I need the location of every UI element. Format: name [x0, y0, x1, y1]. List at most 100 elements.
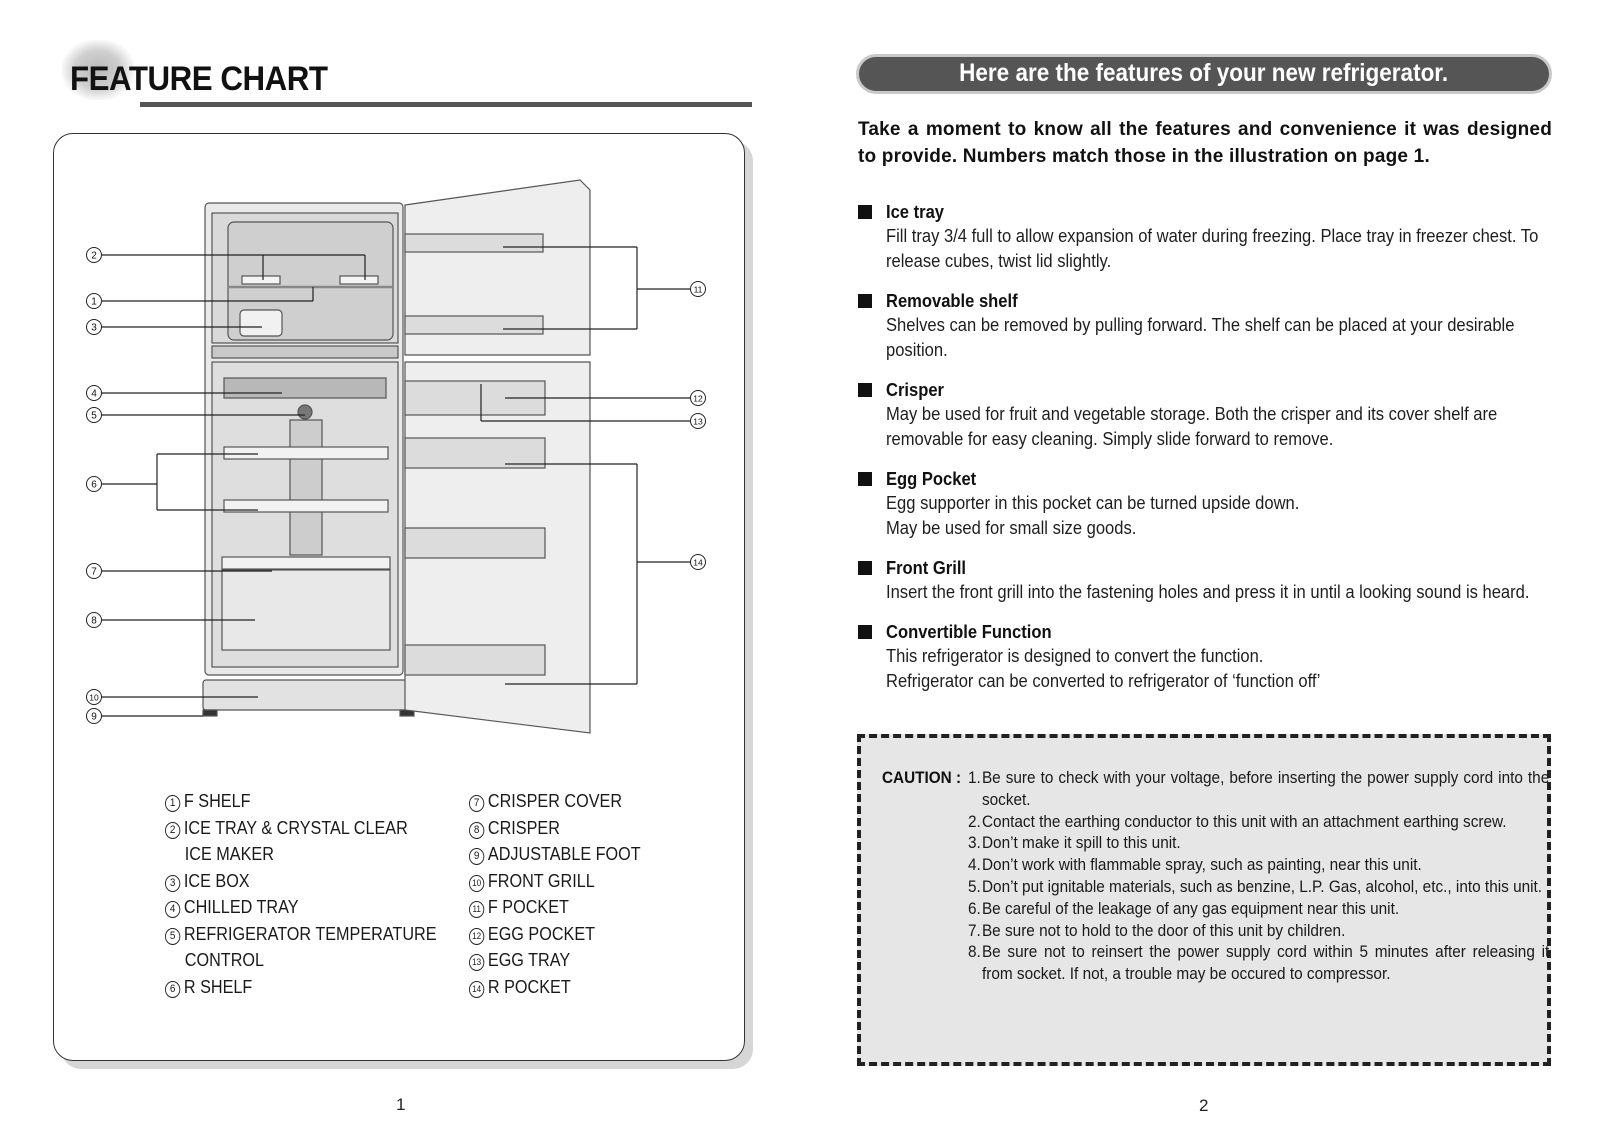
feature-egg-pocket: Egg Pocket Egg supporter in this pocket …	[858, 467, 1558, 541]
f-pocket-lower	[404, 315, 544, 335]
temperature-dial	[297, 404, 313, 420]
bullet-square-icon	[858, 561, 872, 575]
feature-desc-line: Egg supporter in this pocket can be turn…	[886, 493, 1300, 513]
callout-14: 14	[690, 554, 706, 570]
feature-convertible-function: Convertible Function This refrigerator i…	[858, 620, 1558, 694]
svg-text:7: 7	[91, 567, 97, 578]
front-grill-shape	[202, 679, 414, 711]
bullet-square-icon	[858, 205, 872, 219]
feature-title: Ice tray	[886, 202, 945, 222]
page-number-right: 2	[1199, 1096, 1209, 1115]
feature-desc-line: Refrigerator can be converted to refrige…	[886, 671, 1321, 691]
callout-7: 7	[86, 563, 102, 579]
callout-2: 2	[86, 247, 102, 263]
legend-item-continuation: ICE MAKER	[184, 844, 274, 864]
r-pocket-3	[404, 644, 546, 676]
svg-text:6: 6	[91, 480, 97, 491]
feature-title: Removable shelf	[886, 291, 1018, 311]
svg-text:10: 10	[89, 693, 99, 703]
feature-chart-header: FEATURE CHART	[62, 40, 752, 110]
feature-desc-line: Insert the front grill into the fastenin…	[886, 582, 1530, 602]
caution-item: 1.Be sure to check with your voltage, be…	[968, 769, 1550, 809]
crisper-cover-shape	[221, 556, 391, 570]
feature-desc-line: Shelves can be removed by pulling forwar…	[886, 315, 1515, 335]
callout-12: 12	[690, 390, 706, 406]
feature-desc-line: release cubes, twist lid slightly.	[886, 251, 1112, 271]
features-banner: Here are the features of your new refrig…	[856, 54, 1552, 94]
caution-item: 3.Don’t make it spill to this unit.	[968, 834, 1181, 853]
feature-title: Front Grill	[886, 558, 967, 578]
bullet-square-icon	[858, 383, 872, 397]
caution-item: 4.Don’t work with flammable spray, such …	[968, 856, 1422, 875]
r-shelf-lower	[223, 499, 389, 513]
callout-13: 13	[690, 413, 706, 429]
svg-text:12: 12	[693, 394, 703, 404]
chilled-tray-shape	[223, 377, 387, 399]
svg-text:8: 8	[91, 616, 97, 627]
r-pocket-1	[404, 437, 546, 469]
refrigerator-diagram: 2 1 3 4 5 6 7 8 10 9 11 12 13 14	[86, 179, 706, 734]
svg-text:1: 1	[91, 297, 97, 308]
callout-11: 11	[690, 281, 706, 297]
callout-6: 6	[86, 476, 102, 492]
feature-front-grill: Front Grill Insert the front grill into …	[858, 556, 1558, 605]
callout-4: 4	[86, 385, 102, 401]
caution-item: 5.Don’t put ignitable materials, such as…	[968, 877, 1543, 896]
svg-text:14: 14	[693, 558, 703, 568]
caution-item: 6.Be careful of the leakage of any gas e…	[968, 899, 1400, 918]
bullet-square-icon	[858, 625, 872, 639]
feature-title: Crisper	[886, 380, 944, 400]
ice-box-shape	[239, 309, 283, 337]
svg-text:9: 9	[91, 712, 97, 723]
bullet-square-icon	[858, 472, 872, 486]
f-pocket-upper	[404, 233, 544, 253]
page-title: FEATURE CHART	[70, 60, 328, 98]
feature-desc-line: May be used for small size goods.	[886, 518, 1137, 538]
r-shelf-upper	[223, 446, 389, 460]
callout-8: 8	[86, 612, 102, 628]
svg-text:3: 3	[91, 323, 97, 334]
ice-tray-right	[339, 275, 379, 285]
feature-crisper: Crisper May be used for fruit and vegeta…	[858, 378, 1558, 452]
feature-desc-line: May be used for fruit and vegetable stor…	[886, 404, 1498, 424]
caution-box	[857, 734, 1551, 1066]
feature-title: Convertible Function	[886, 622, 1052, 642]
callout-1: 1	[86, 293, 102, 309]
feature-ice-tray: Ice tray Fill tray 3/4 full to allow exp…	[858, 200, 1558, 274]
duct-shape	[289, 419, 323, 556]
callout-10: 10	[86, 689, 102, 705]
control-strip	[211, 345, 399, 359]
title-smudge-decoration	[62, 40, 134, 100]
feature-removable-shelf: Removable shelf Shelves can be removed b…	[858, 289, 1558, 363]
svg-text:5: 5	[91, 411, 97, 422]
ice-tray-left	[241, 275, 281, 285]
svg-text:2: 2	[91, 251, 97, 262]
feature-desc-line: This refrigerator is designed to convert…	[886, 646, 1264, 666]
feature-title: Egg Pocket	[886, 469, 977, 489]
caution-list: 1.Be sure to check with your voltage, be…	[968, 768, 1549, 986]
caution-label: CAUTION :	[882, 768, 962, 787]
svg-text:4: 4	[91, 389, 97, 400]
intro-paragraph: Take a moment to know all the features a…	[858, 119, 1552, 167]
foot-left	[202, 709, 218, 717]
bullet-square-icon	[858, 294, 872, 308]
caution-item: 2.Contact the earthing conductor to this…	[968, 812, 1507, 831]
r-pocket-2	[404, 527, 546, 559]
legend-item-continuation: CONTROL	[184, 950, 265, 970]
svg-text:11: 11	[694, 285, 703, 295]
title-underline	[140, 102, 752, 107]
